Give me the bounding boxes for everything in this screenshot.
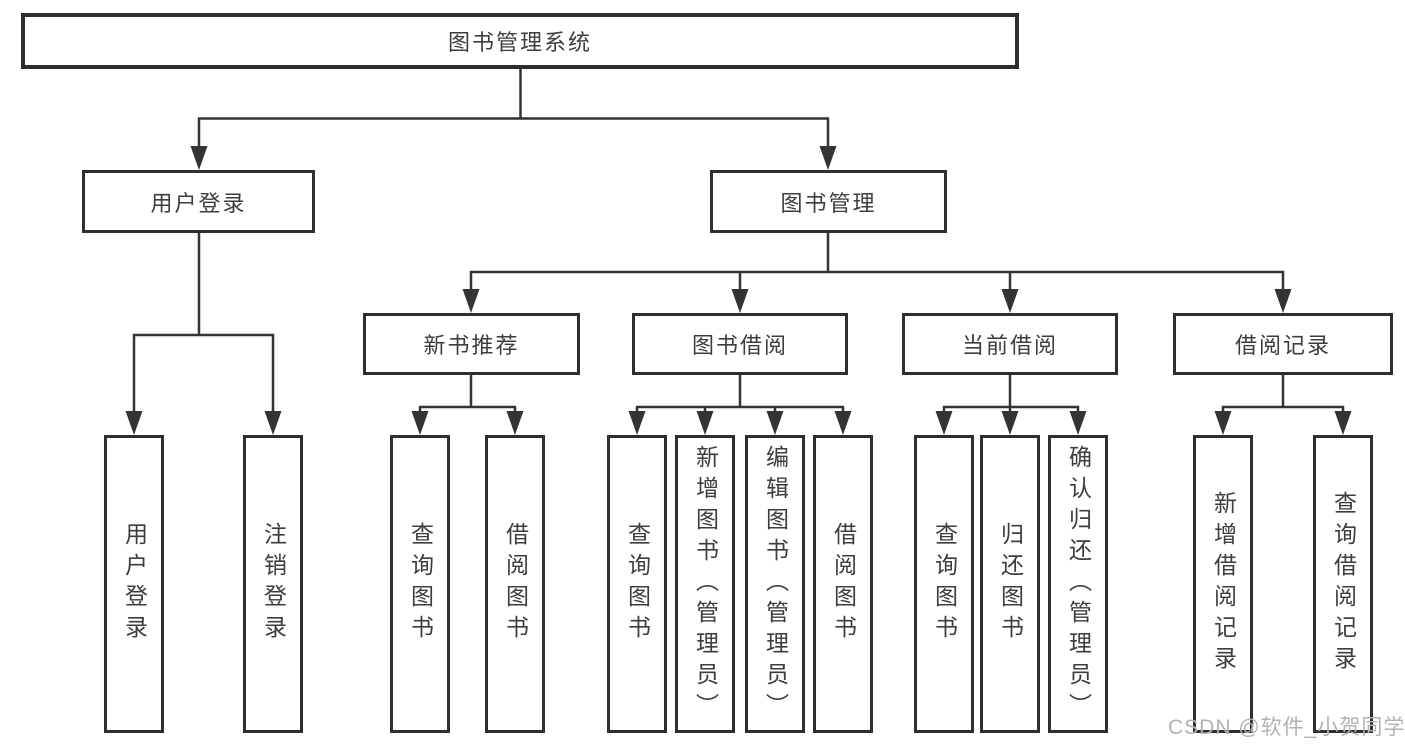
node-label: 当前借阅 <box>961 333 1058 358</box>
node-label: 新增借阅记录 <box>1210 491 1237 677</box>
node-book-management: 图书管理 <box>710 170 947 233</box>
node-current-borrowing: 当前借阅 <box>902 313 1118 375</box>
node-label: 图书管理 <box>780 190 877 216</box>
leaf-query-books-recommend: 查询图书 <box>390 435 450 733</box>
leaf-query-books-borrowing: 查询图书 <box>607 435 667 733</box>
leaf-edit-books-admin: 编辑图书（管理员） <box>745 435 805 733</box>
node-label: 图书借阅 <box>691 333 788 358</box>
node-user-login: 用户登录 <box>82 170 315 233</box>
node-label: 用户登录 <box>150 190 247 216</box>
node-root-library-system: 图书管理系统 <box>21 13 1019 69</box>
node-new-book-recommendation: 新书推荐 <box>363 313 580 375</box>
leaf-user-login: 用户登录 <box>104 435 164 733</box>
node-label: 图书管理系统 <box>447 30 592 55</box>
node-label: 用户登录 <box>121 522 148 646</box>
node-label: 借阅记录 <box>1234 333 1331 358</box>
leaf-return-books: 归还图书 <box>980 435 1040 733</box>
node-label: 查询图书 <box>624 522 651 646</box>
csdn-watermark: CSDN @软件_小贺同学 <box>1168 716 1405 739</box>
node-book-borrowing: 图书借阅 <box>632 313 848 375</box>
node-label: 新书推荐 <box>423 333 520 358</box>
node-label: 借阅图书 <box>830 522 857 646</box>
node-label: 编辑图书（管理员） <box>762 444 789 724</box>
node-label: 查询借阅记录 <box>1330 491 1357 677</box>
node-label: 归还图书 <box>997 522 1024 646</box>
leaf-logout: 注销登录 <box>243 435 303 733</box>
leaf-add-borrow-record: 新增借阅记录 <box>1193 435 1253 733</box>
node-label: 新增图书（管理员） <box>692 444 719 724</box>
leaf-query-borrow-record: 查询借阅记录 <box>1313 435 1373 733</box>
leaf-confirm-return-admin: 确认归还（管理员） <box>1048 435 1108 733</box>
node-label: 注销登录 <box>260 522 287 646</box>
leaf-borrow-books-borrowing: 借阅图书 <box>813 435 873 733</box>
node-label: 借阅图书 <box>502 522 529 646</box>
node-label: 查询图书 <box>407 522 434 646</box>
node-borrowing-records: 借阅记录 <box>1173 313 1393 375</box>
leaf-borrow-books-recommend: 借阅图书 <box>485 435 545 733</box>
leaf-query-books-current: 查询图书 <box>914 435 974 733</box>
node-label: 查询图书 <box>931 522 958 646</box>
leaf-add-books-admin: 新增图书（管理员） <box>675 435 735 733</box>
node-label: 确认归还（管理员） <box>1065 444 1092 724</box>
